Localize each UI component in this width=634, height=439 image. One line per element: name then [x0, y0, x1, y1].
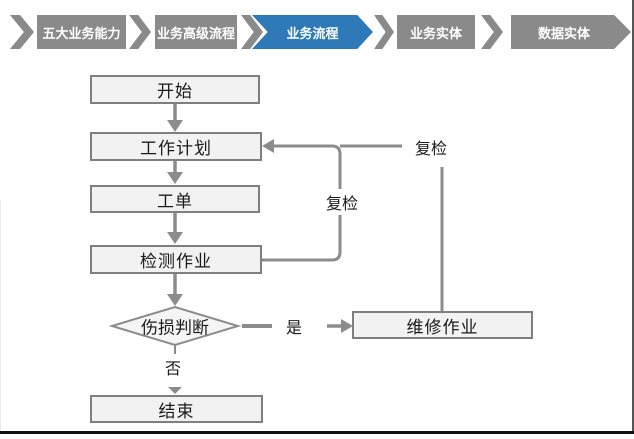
- flow-node-inspection: 检测作业: [90, 245, 262, 274]
- flow-node-work-order: 工单: [90, 185, 260, 213]
- edge-label-recheck-outer: 复检: [410, 134, 452, 160]
- arrowhead-right-icon: [341, 319, 353, 333]
- arrowhead-down-icon: [167, 172, 183, 184]
- decision-diamond-shape: [108, 305, 242, 347]
- arrowhead-down-small-icon: [168, 387, 182, 394]
- flow-node-start: 开始: [90, 75, 260, 104]
- nav-step-data-entity[interactable]: 数据实体: [511, 15, 631, 49]
- nav-step-business-process-active[interactable]: 业务流程: [252, 15, 373, 49]
- edge-label-recheck-inner: 复检: [321, 189, 363, 215]
- flow-node-repair: 维修作业: [352, 311, 533, 339]
- arrowhead-down-icon: [167, 120, 183, 132]
- arrowhead-down-icon: [167, 232, 183, 244]
- arrowhead-down-icon: [167, 294, 183, 306]
- flow-node-damage-decision-label: 伤损判断: [141, 318, 209, 338]
- edge-label-no: 否: [160, 354, 186, 380]
- nav-step-highlevel-process[interactable]: 业务高级流程: [155, 15, 237, 49]
- edge-label-yes: 是: [281, 313, 307, 339]
- flow-node-work-plan: 工作计划: [90, 132, 262, 161]
- page-left-border: [0, 200, 1, 433]
- page-right-border: [632, 0, 634, 433]
- nav-step-capabilities[interactable]: 五大业务能力: [37, 15, 126, 49]
- nav-step-business-entity[interactable]: 业务实体: [397, 15, 475, 49]
- arrowhead-left-icon: [262, 139, 274, 153]
- flow-node-end: 结束: [90, 395, 263, 423]
- page-bottom-border: [0, 431, 634, 434]
